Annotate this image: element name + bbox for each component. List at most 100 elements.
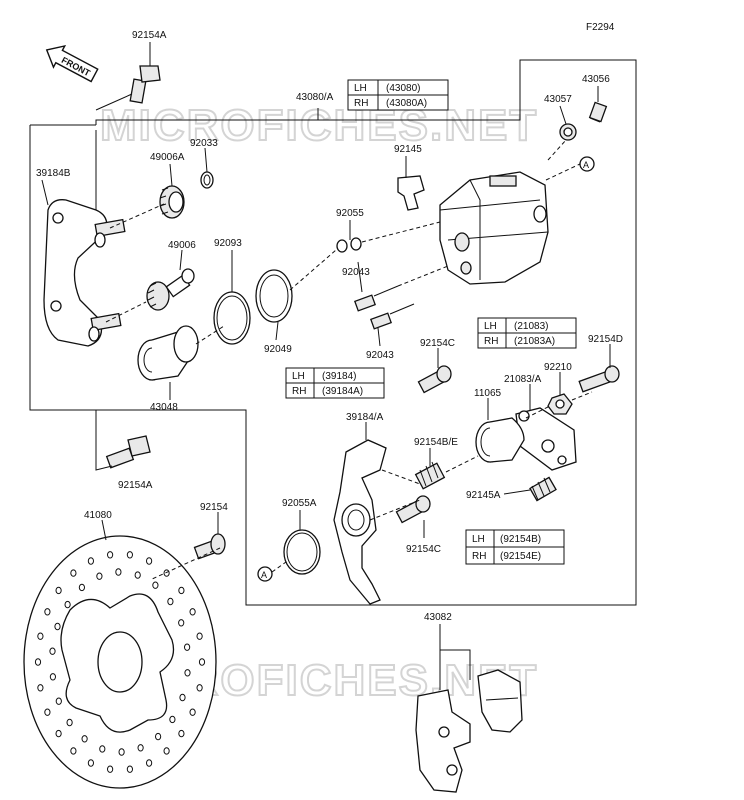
bolt-92154 — [193, 533, 226, 560]
disc-hole — [81, 735, 88, 743]
disc-hole — [87, 759, 95, 767]
washer-92210 — [547, 393, 573, 415]
table-92154: LH (92154B) RH (92154E) — [465, 529, 565, 565]
disc-hole — [163, 569, 170, 577]
table-39184-rh-val: (39184A) — [322, 386, 363, 397]
disc-hole — [37, 632, 44, 640]
disc-hole — [146, 759, 153, 767]
label-21083a: 21083/A — [504, 374, 542, 385]
disc-hole — [189, 608, 196, 616]
table-43080-lh-val: (43080) — [386, 83, 420, 94]
bolt-92154d — [578, 365, 620, 393]
spring-92154be — [414, 461, 446, 490]
ring-92033 — [200, 171, 214, 189]
label-11065: 11065 — [474, 388, 502, 399]
label-49006a: 49006A — [150, 152, 185, 163]
disc-hole — [49, 673, 57, 681]
callout-a-top-text: A — [583, 160, 589, 170]
table-43080-lh-key: LH — [354, 83, 367, 94]
seal-92049 — [255, 269, 293, 323]
disc-hole — [163, 747, 170, 755]
disc-hole — [49, 647, 56, 655]
disc-hole — [167, 597, 174, 606]
disc-hole — [196, 632, 203, 640]
bolt-92154c-top — [417, 365, 452, 394]
label-39184b: 39184B — [36, 168, 71, 179]
callout-marker-a-bottom: A — [257, 566, 273, 582]
bolt-92154a-bottom — [105, 435, 151, 469]
figure-code: F2294 — [586, 22, 615, 33]
label-92043-b: 92043 — [366, 350, 394, 361]
disc-hole — [152, 581, 159, 589]
table-92154-rh-key: RH — [472, 551, 486, 562]
disc-hole — [137, 744, 144, 752]
disc-hole — [126, 551, 133, 559]
table-92154-rh-val: (92154E) — [500, 551, 541, 562]
disc-hole — [178, 729, 185, 738]
bleeder-43056 — [588, 101, 608, 123]
label-92145a: 92145A — [466, 490, 501, 501]
disc-hole — [54, 622, 61, 631]
label-41080: 41080 — [84, 510, 112, 521]
label-49006: 49006 — [168, 240, 196, 251]
disc-hole — [55, 697, 62, 705]
label-43057: 43057 — [544, 94, 572, 105]
disc-hole — [118, 748, 125, 756]
bracket-21083 — [515, 407, 577, 471]
disc-hole — [155, 732, 162, 741]
label-43080a: 43080/A — [296, 92, 334, 103]
label-92043-a: 92043 — [342, 267, 370, 278]
label-92145: 92145 — [394, 144, 422, 155]
label-92033: 92033 — [190, 138, 218, 149]
label-92154c-bottom: 92154C — [406, 544, 441, 555]
front-arrow-icon: FRONT — [45, 44, 99, 83]
disc-hole — [64, 600, 71, 609]
disc-hole — [44, 708, 51, 716]
disc-hole — [55, 729, 62, 738]
label-92154d: 92154D — [588, 334, 623, 345]
oring-92055a — [283, 529, 321, 575]
pin-49006 — [146, 268, 195, 311]
disc-hole — [96, 572, 103, 580]
label-43056: 43056 — [582, 74, 610, 85]
label-92210: 92210 — [544, 362, 572, 373]
table-21083-lh-key: LH — [484, 321, 497, 332]
clip-92145 — [397, 175, 425, 211]
disc-hole — [198, 658, 206, 666]
disc-hole — [70, 569, 77, 577]
label-92055a: 92055A — [282, 498, 317, 509]
spring-92043-b — [369, 303, 415, 330]
bolt-92154c-bottom — [395, 495, 431, 524]
disc-hole — [146, 557, 153, 565]
label-92154be: 92154B/E — [414, 437, 458, 448]
disc-hole — [78, 583, 86, 592]
label-92154a-bottom: 92154A — [118, 480, 153, 491]
table-92154-lh-key: LH — [472, 534, 485, 545]
disc-hole — [126, 765, 133, 773]
boot-49006a — [159, 185, 185, 219]
disc-hole — [179, 693, 186, 702]
seal-92093 — [213, 291, 251, 345]
ring-92055 — [336, 237, 362, 253]
label-92154: 92154 — [200, 502, 228, 513]
disc-hole — [169, 715, 176, 724]
disc-hole — [107, 551, 114, 559]
disc-hole — [184, 643, 191, 651]
spring-92043-a — [353, 285, 399, 312]
piston-43048 — [137, 325, 199, 381]
table-39184-rh-key: RH — [292, 386, 306, 397]
disc-hole — [99, 745, 106, 753]
disc-hole — [66, 718, 73, 727]
watermark-top: MICROFICHES.NET — [100, 101, 538, 150]
table-43080-rh-val: (43080A) — [386, 98, 427, 109]
leader-lines — [41, 42, 611, 690]
label-92049: 92049 — [264, 344, 292, 355]
label-92093: 92093 — [214, 238, 242, 249]
cap-43057 — [559, 123, 577, 141]
table-43080: LH (43080) RH (43080A) — [347, 79, 449, 111]
caliper-body — [439, 171, 549, 285]
bushing-11065 — [475, 417, 525, 463]
table-39184: LH (39184) RH (39184A) — [285, 367, 385, 399]
disc-hole — [178, 619, 185, 627]
table-21083-rh-key: RH — [484, 336, 498, 347]
